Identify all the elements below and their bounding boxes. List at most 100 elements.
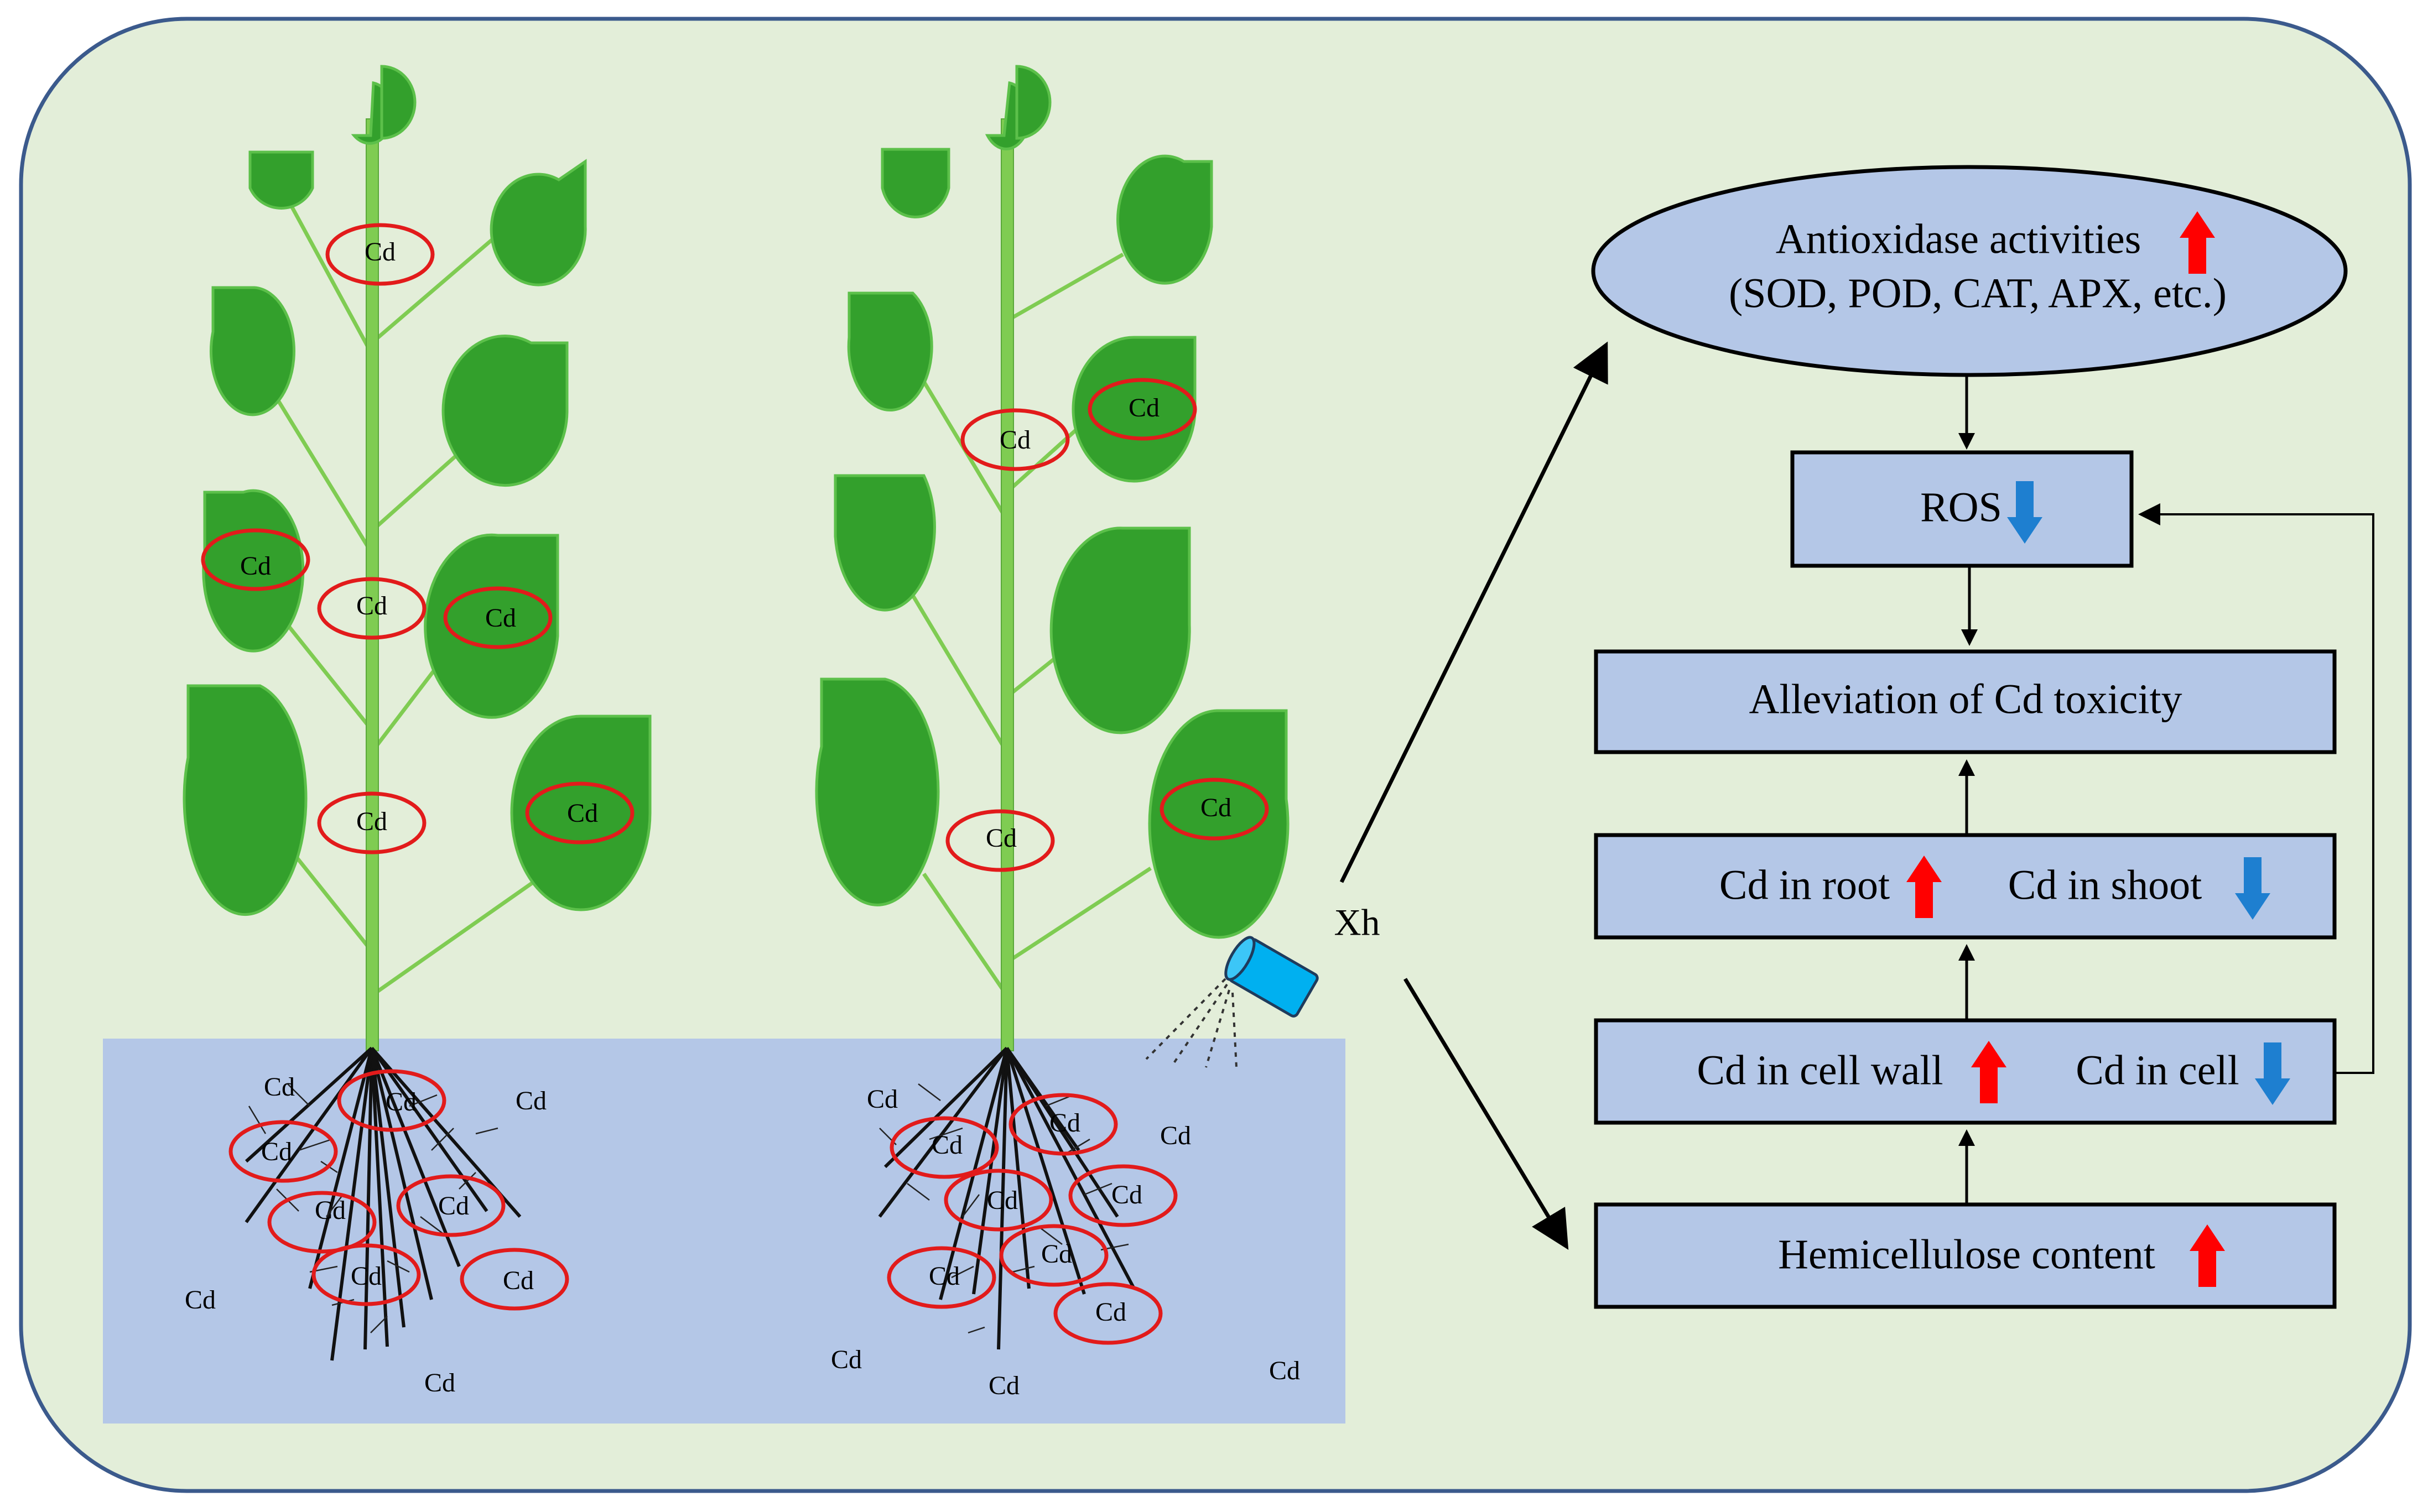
root-shoot-node: Cd in root Cd in shoot <box>1594 833 2337 940</box>
cd-label: Cd <box>929 1261 960 1291</box>
plant-treated-leaves <box>815 65 1290 939</box>
leaf <box>1049 526 1191 734</box>
cd-label: Cd <box>386 1087 417 1117</box>
cd-ring <box>443 586 553 649</box>
arrow-to-enzymes <box>1339 341 1608 883</box>
plant-treated <box>815 65 1290 1350</box>
ros-node: ROS <box>1790 450 2134 568</box>
cd-label: Cd <box>987 1186 1018 1215</box>
enzymes-line1: Antioxidase activities <box>1776 216 2141 262</box>
cd-in-root-label: Cd in root <box>1719 862 1890 908</box>
up-arrow-icon <box>1906 856 1942 918</box>
spray-bottle-icon <box>1145 936 1319 1068</box>
hemicellulose-node: Hemicellulose content <box>1594 1202 2337 1309</box>
cd-ring <box>1160 778 1269 841</box>
cd-ring <box>325 223 435 286</box>
leaf <box>441 335 569 487</box>
cd-in-shoot-label: Cd in shoot <box>2008 862 2202 908</box>
cd-ring <box>267 1191 377 1254</box>
cd-label: Cd <box>356 807 387 836</box>
cd-in-cell-wall-label: Cd in cell wall <box>1697 1047 1943 1093</box>
cd-label: Cd <box>1049 1108 1080 1138</box>
cd-in-cell-label: Cd in cell <box>2076 1047 2239 1093</box>
cd-ring <box>890 1116 999 1179</box>
cd-label: Cd <box>831 1345 862 1374</box>
cd-label: Cd <box>1269 1356 1300 1385</box>
plant-control <box>183 65 652 1361</box>
cd-label: Cd <box>1129 393 1160 423</box>
cd-ring <box>525 781 635 844</box>
arrow-to-hemicellulose <box>1403 978 1569 1250</box>
cd-label: Cd <box>989 1371 1020 1400</box>
cd-ring <box>887 1246 996 1309</box>
cd-ring <box>944 1169 1053 1232</box>
cd-label: Cd <box>503 1266 534 1295</box>
cd-label: Cd <box>1160 1121 1191 1150</box>
down-arrow-icon <box>2007 481 2042 544</box>
leaf <box>202 489 305 653</box>
cd-label: Cd <box>867 1085 898 1114</box>
alleviation-node: Alleviation of Cd toxicity <box>1594 649 2337 754</box>
cd-ring <box>311 1243 421 1306</box>
leaf <box>834 474 936 612</box>
cd-rings <box>201 223 1269 1345</box>
cd-ring <box>1053 1282 1163 1345</box>
treatment-label: Xh <box>1334 901 1380 943</box>
ros-label: ROS <box>1920 484 2002 530</box>
arrow-wallcell-to-ros <box>2138 503 2374 1074</box>
leaf <box>1116 154 1213 285</box>
cd-ring <box>1088 378 1197 441</box>
plant-control-rootlets <box>248 1083 498 1333</box>
cd-ring <box>396 1174 506 1237</box>
cd-ring <box>460 1248 569 1311</box>
cd-ring <box>337 1069 446 1132</box>
leaf <box>248 150 314 210</box>
cd-label: Cd <box>1200 793 1231 822</box>
leaf <box>1148 709 1290 939</box>
up-arrow-icon <box>1971 1041 2006 1103</box>
cd-labels: Cd Cd Cd Cd Cd Cd Cd Cd Cd Cd Cd Cd Cd C… <box>185 237 1300 1400</box>
leaf <box>490 159 587 286</box>
plant-treated-rootlets <box>879 1083 1129 1334</box>
cd-ring <box>1068 1164 1178 1227</box>
alleviation-label: Alleviation of Cd toxicity <box>1749 676 2182 722</box>
leaf <box>209 286 295 416</box>
cd-label: Cd <box>516 1086 547 1115</box>
cd-label: Cd <box>264 1072 295 1102</box>
enzymes-node: Antioxidase activities (SOD, POD, CAT, A… <box>1591 165 2348 377</box>
plant-control-roots <box>245 1046 522 1361</box>
cd-label: Cd <box>315 1196 346 1225</box>
hemicellulose-label: Hemicellulose content <box>1778 1231 2155 1278</box>
cd-label: Cd <box>261 1137 292 1166</box>
cd-ring <box>945 809 1055 872</box>
cd-label: Cd <box>240 551 271 581</box>
plant-control-leaves <box>183 65 652 916</box>
up-arrow-icon <box>2190 1224 2225 1287</box>
leaf <box>424 533 559 719</box>
cd-label: Cd <box>986 823 1017 853</box>
cd-label: Cd <box>567 799 598 828</box>
leaf <box>815 677 940 906</box>
leaf-bud <box>1015 65 1052 140</box>
cd-ring <box>1008 1093 1118 1156</box>
cd-label: Cd <box>356 591 387 621</box>
cd-label: Cd <box>185 1285 216 1315</box>
cd-label: Cd <box>932 1130 963 1160</box>
cd-ring <box>999 1224 1109 1287</box>
leaf <box>881 148 950 218</box>
leaf <box>1072 336 1197 483</box>
cd-ring <box>317 791 427 854</box>
cd-label: Cd <box>1111 1180 1142 1209</box>
cd-label: Cd <box>485 603 516 633</box>
down-arrow-icon <box>2235 857 2270 920</box>
cd-ring <box>317 577 427 640</box>
plant-treated-stem <box>1001 118 1014 1051</box>
leaf <box>510 715 652 911</box>
enzymes-line2: (SOD, POD, CAT, APX, etc.) <box>1729 270 2227 316</box>
cd-label: Cd <box>424 1368 455 1398</box>
cd-label: Cd <box>438 1191 469 1221</box>
cd-label: Cd <box>351 1261 382 1291</box>
up-arrow-icon <box>2180 211 2215 274</box>
